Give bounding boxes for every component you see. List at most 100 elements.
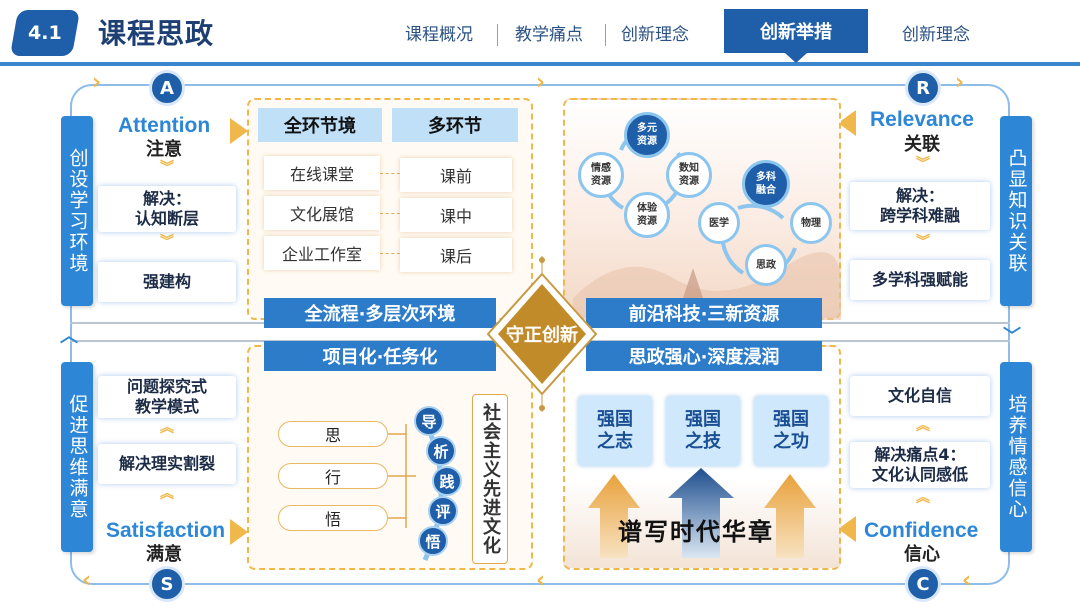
pill-act: 行	[278, 463, 388, 489]
relevance-solve-box: 解决： 跨学科难融	[850, 182, 990, 230]
satisfaction-zh: 满意	[146, 544, 182, 565]
connector-line	[380, 173, 400, 174]
frame-arrow-icon: ›	[955, 70, 965, 95]
env-enterprise-studio: 企业工作室	[264, 236, 380, 270]
col-header-all-stages: 全环节境	[258, 108, 382, 142]
node-physics: 物理	[790, 202, 832, 244]
chevron-up-icon: ︽	[916, 418, 930, 434]
satisfaction-box-2: 解决理实割裂	[98, 444, 236, 484]
side-label-relevance: 凸显知识关联	[1000, 116, 1032, 306]
side-label-attention: 创设学习环境	[61, 116, 93, 306]
node-diverse-resources: 多元 资源	[624, 112, 670, 158]
node-ideology: 思政	[745, 244, 787, 286]
nav-tab-overview[interactable]: 课程概况	[405, 25, 473, 45]
side-label-text: 培养情感信心	[1005, 394, 1028, 520]
frame-arrow-icon: ›	[536, 70, 546, 95]
corner-r-badge: R	[905, 70, 941, 106]
chevron-down-icon: ︾	[160, 160, 174, 176]
box-power-merit: 强国 之功	[754, 396, 828, 466]
col-header-multi-stages: 多环节	[392, 108, 518, 142]
chevron-up-icon: ︽	[160, 420, 174, 436]
nav-divider	[497, 24, 498, 46]
connector-line	[380, 213, 400, 214]
chevron-down-icon: ︾	[160, 234, 174, 250]
corner-a-badge: A	[149, 70, 185, 106]
arrow-left-icon	[838, 110, 856, 136]
node-medicine: 医学	[698, 202, 740, 244]
step-evaluate: 评	[428, 496, 458, 526]
side-label-text: 促进思维满意	[66, 394, 89, 520]
confidence-en: Confidence	[864, 519, 979, 542]
confidence-zh: 信心	[904, 544, 940, 565]
chevron-up-icon: ︽	[916, 490, 930, 506]
attention-en: Attention	[118, 114, 211, 137]
stage-during-class: 课中	[400, 198, 512, 232]
relevance-en: Relevance	[870, 108, 974, 131]
frame-arrow-icon: ‹	[962, 568, 972, 593]
nav-tab-pain-points[interactable]: 教学痛点	[515, 25, 583, 45]
chevron-up-icon: ︽	[160, 486, 174, 502]
active-tab-pointer	[785, 53, 807, 63]
nav-tab-innovation-measures[interactable]: 创新举措	[724, 9, 868, 53]
slogan-text: 谱写时代华章	[618, 517, 774, 546]
relevance-box-2: 多学科强赋能	[850, 260, 990, 300]
box-power-ambition: 强国 之志	[578, 396, 652, 466]
socialist-culture-label: 社会主义先进文化	[472, 394, 508, 564]
section-number: 4.1	[28, 22, 62, 44]
confidence-solve-box: 解决痛点4： 文化认同感低	[850, 442, 990, 488]
step-guide: 导	[414, 406, 444, 436]
connector-line	[380, 253, 400, 254]
env-culture-hall: 文化展馆	[264, 196, 380, 230]
nav-divider	[605, 24, 606, 46]
chevron-down-icon: ︾	[916, 234, 930, 250]
page-title: 课程思政	[98, 17, 215, 50]
satisfaction-en: Satisfaction	[106, 519, 226, 542]
bar-project-task: 项目化·任务化	[264, 341, 496, 371]
bar-full-process: 全流程·多层次环境	[264, 298, 496, 328]
side-label-confidence: 培养情感信心	[1000, 362, 1032, 552]
node-emotion-resources: 情感 资源	[578, 152, 624, 198]
bracket-connector	[388, 424, 416, 528]
attention-solve-box: 解决： 认知断层	[98, 186, 236, 232]
node-digital-resources: 数知 资源	[666, 152, 712, 198]
chevron-down-icon: ︾	[916, 156, 930, 172]
arrow-right-icon	[230, 118, 248, 144]
corner-s-badge: S	[149, 566, 185, 602]
stage-after-class: 课后	[400, 238, 512, 272]
center-diamond-graphic	[486, 256, 598, 412]
attention-zh: 注意	[146, 139, 182, 160]
box-power-skill: 强国 之技	[666, 396, 740, 466]
frame-arrow-icon: ›	[92, 70, 102, 95]
satisfaction-box-1: 问题探究式 教学模式	[98, 376, 236, 418]
header-bar	[0, 0, 1080, 66]
corner-c-badge: C	[905, 566, 941, 602]
upward-arrows-graphic	[588, 468, 816, 558]
frame-arrow-icon: ‹	[82, 568, 92, 593]
step-practice: 践	[432, 466, 462, 496]
step-analyze: 析	[426, 436, 456, 466]
arrow-left-icon	[838, 516, 856, 542]
chevron-down-icon: ﹀	[1003, 326, 1021, 347]
socialist-culture-text: 社会主义先进文化	[480, 403, 501, 555]
pill-think: 思	[278, 421, 388, 447]
stage-before-class: 课前	[400, 158, 512, 192]
side-label-satisfaction: 促进思维满意	[61, 362, 93, 552]
chevron-up-icon: ︿	[60, 326, 78, 347]
pill-realize: 悟	[278, 505, 388, 531]
step-reflect: 悟	[418, 526, 448, 556]
attention-box-2: 强建构	[98, 262, 236, 302]
nav-tab-innovation-concept[interactable]: 创新理念	[621, 25, 689, 45]
frame-arrow-icon: ‹	[536, 568, 546, 593]
node-experience-resources: 体验 资源	[624, 192, 670, 238]
arrow-right-icon	[230, 519, 248, 545]
env-online-class: 在线课堂	[264, 156, 380, 190]
center-label: 守正创新	[506, 325, 578, 346]
bar-frontier-tech: 前沿科技·三新资源	[586, 298, 822, 328]
relevance-zh: 关联	[904, 134, 940, 155]
node-multi-discipline: 多科 融合	[742, 160, 790, 208]
side-label-text: 创设学习环境	[66, 148, 89, 274]
confidence-box-1: 文化自信	[850, 376, 990, 416]
nav-tab-innovation-concept-2[interactable]: 创新理念	[902, 25, 970, 45]
side-label-text: 凸显知识关联	[1005, 148, 1028, 274]
bar-ideology-immersion: 思政强心·深度浸润	[586, 341, 822, 371]
